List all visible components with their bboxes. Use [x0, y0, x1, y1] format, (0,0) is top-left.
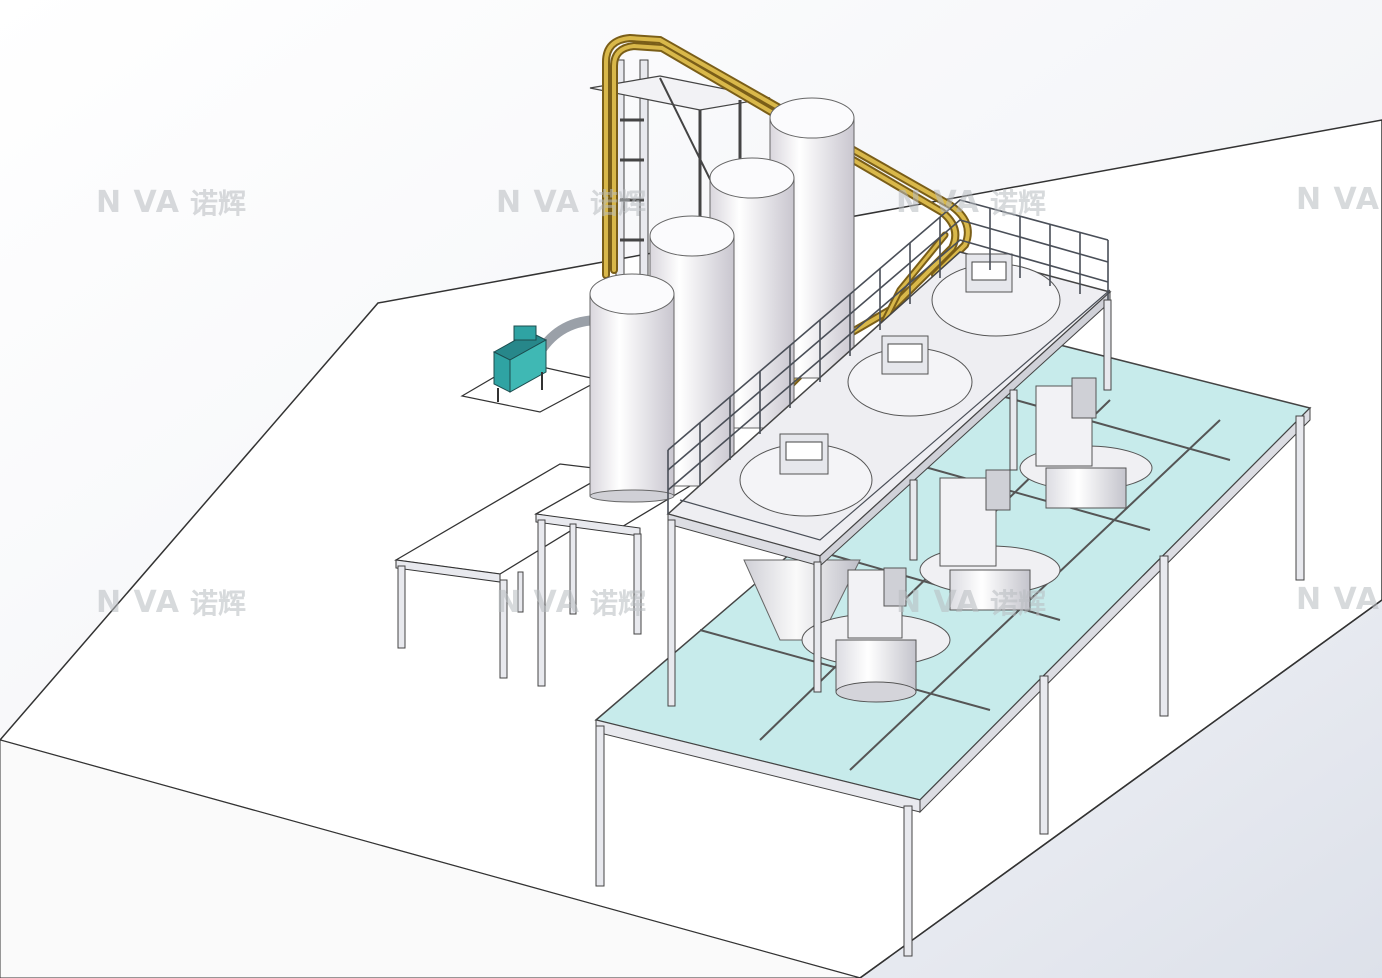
reactor-vessel-1 [801, 567, 951, 703]
top-tank-1 [739, 433, 873, 517]
reactor-vessel-2 [919, 469, 1061, 611]
top-tank-3 [931, 253, 1061, 337]
floor-plate-side [0, 739, 861, 978]
silo-1 [589, 273, 675, 503]
reactor-vessel-3 [1019, 377, 1153, 509]
top-tank-2 [847, 335, 973, 417]
conveying-pipes [602, 33, 972, 434]
guard-railing [667, 199, 1111, 541]
